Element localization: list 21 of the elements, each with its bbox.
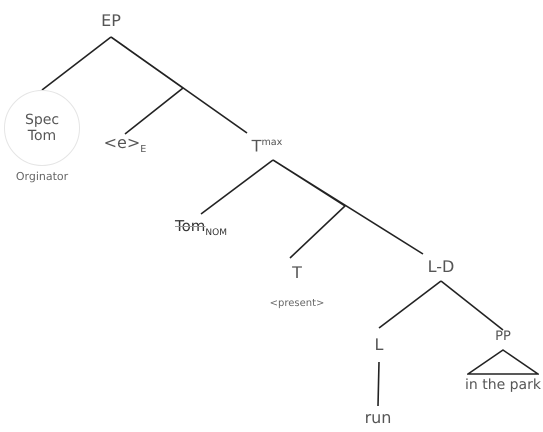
branch-line (272, 159, 424, 255)
terminal-text: in the park (465, 376, 541, 394)
node-label: Tom (28, 128, 56, 144)
node-label: <e>$_{E}$ (104, 134, 146, 156)
branch-line (377, 362, 380, 406)
node-label: T$^{max}$ (252, 137, 282, 156)
branch-line (378, 280, 442, 329)
node-label: L (374, 336, 384, 354)
branch-line (440, 280, 504, 331)
node-label: L-D (428, 258, 454, 277)
node-annotation: Orginator (16, 170, 68, 183)
node-label: T (292, 264, 302, 282)
node-label: run (364, 408, 392, 428)
branch-line (42, 36, 112, 91)
node-annotation: <present> (270, 298, 324, 309)
branch-line (110, 36, 248, 134)
node-label: EP (101, 12, 121, 31)
branch-line (200, 159, 274, 215)
node-label: Spec (24, 112, 60, 128)
branch-line (272, 159, 346, 259)
node-label: PP (495, 330, 511, 345)
